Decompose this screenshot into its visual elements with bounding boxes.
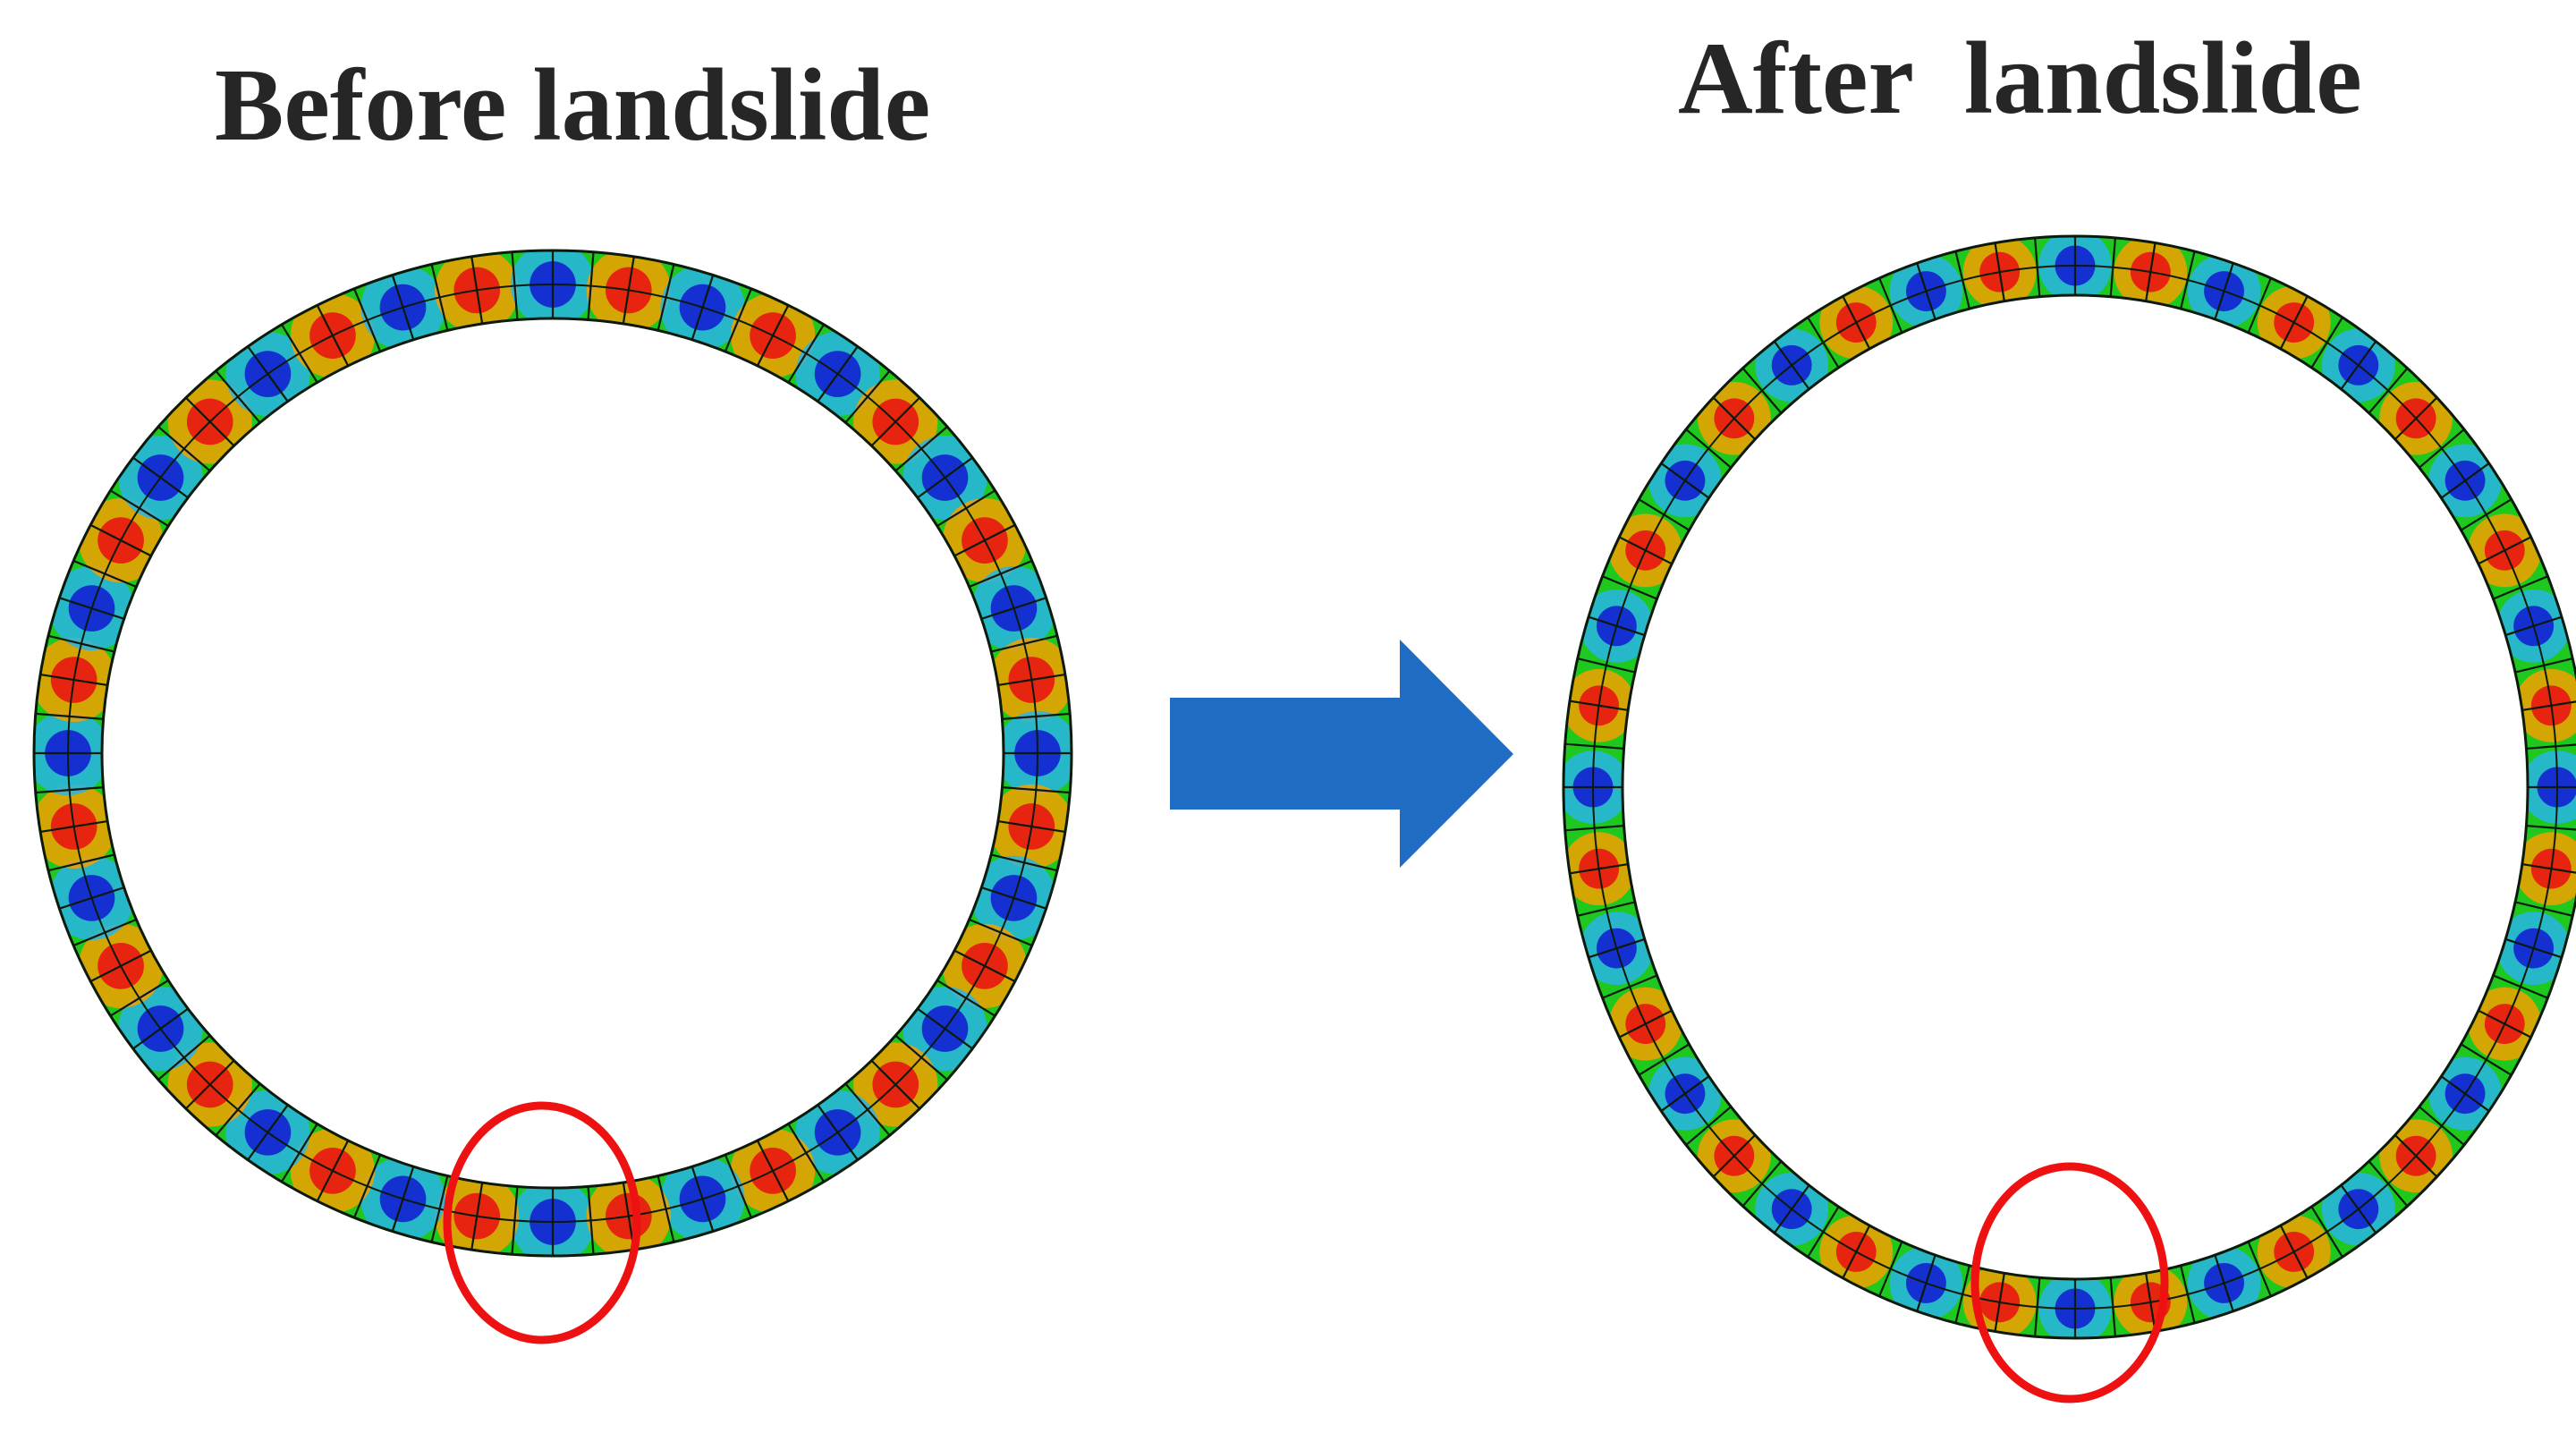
right-arrow-icon xyxy=(1170,640,1513,868)
stress-contour-fill xyxy=(1563,236,2576,1338)
after-landslide-title: After landslide xyxy=(1678,21,2362,136)
mesh-grid xyxy=(32,249,1073,1258)
before-landslide-title: Before landslide xyxy=(215,48,931,163)
tunnel-ring-after xyxy=(1562,234,2576,1340)
tunnel-ring-before xyxy=(32,249,1073,1258)
bottom-highlight-circle-after xyxy=(1970,1162,2169,1403)
stress-contour-fill xyxy=(34,250,1072,1256)
mesh-grid xyxy=(1562,234,2576,1340)
bottom-highlight-circle-before xyxy=(443,1101,641,1344)
